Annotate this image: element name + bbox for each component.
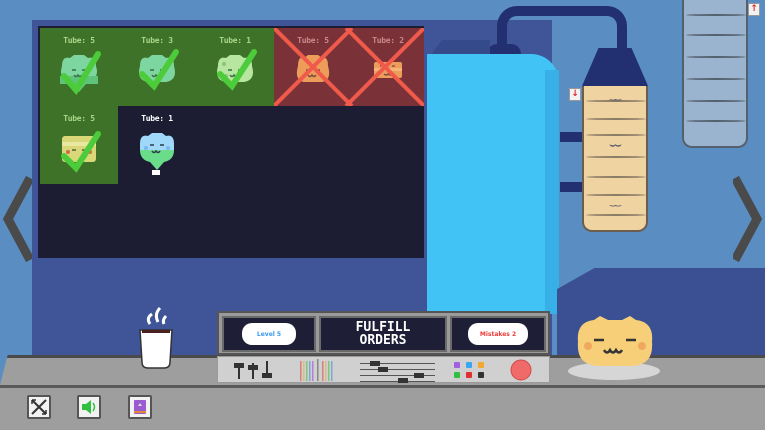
order-card: Tube: 3 [118, 28, 196, 106]
previous-arrow-icon[interactable] [2, 176, 32, 262]
mochi-critter-icon[interactable] [570, 312, 660, 372]
order-tube-label: Tube: 5 [63, 36, 95, 45]
mochi-face-icon: ‿‿ [609, 90, 621, 101]
tower-connector [560, 182, 582, 192]
machine-pipe [497, 6, 627, 56]
storage-up-arrow-icon[interactable]: ↑ [748, 3, 760, 16]
level-panel: Level 5 [222, 316, 316, 352]
fullscreen-toggle-button[interactable] [27, 395, 51, 419]
mochi-face-icon: ⌣⌣ [609, 140, 621, 151]
order-tube-label: Tube: 1 [141, 114, 173, 123]
control-strip [217, 356, 550, 383]
yellow-cake-critter-icon [62, 136, 96, 162]
green-cat-critter-icon [60, 55, 98, 92]
lever-icon [234, 361, 272, 379]
mochi-tube-tower[interactable]: ‿‿ ⌣⌣ ‿‿ [582, 86, 648, 232]
next-arrow-icon[interactable] [733, 176, 763, 262]
sound-toggle-button[interactable] [77, 395, 101, 419]
spotted-frog-critter-icon [217, 55, 253, 82]
mistakes-panel: Mistakes 2 [450, 316, 546, 352]
pipe-foot [487, 44, 521, 54]
order-card: Tube: 5 [40, 106, 118, 184]
crossed-arrows-icon [31, 399, 47, 415]
order-card-pending: Tube: 1 [118, 106, 196, 184]
fulfill-orders-button[interactable]: FULFILL ORDERS [319, 316, 447, 352]
order-board: Tube: 5 Tube: 3 Tube: 1 [38, 26, 424, 258]
coffee-cup-icon[interactable] [136, 300, 176, 372]
bottom-toolbar [0, 385, 765, 430]
fulfill-label-line2: ORDERS [359, 333, 407, 348]
serving-plate [568, 362, 660, 380]
tower-connector [560, 132, 582, 142]
order-card: Tube: 5 [40, 28, 118, 106]
mistakes-label: Mistakes 2 [468, 323, 528, 345]
speaker-icon [82, 400, 96, 414]
order-tube-label: Tube: 3 [141, 36, 173, 45]
order-console: Level 5 FULFILL ORDERS Mistakes 2 [217, 311, 550, 355]
machine-side [545, 70, 559, 314]
mochi-face-icon: ‿‿ [609, 196, 621, 207]
dispensing-machine[interactable] [427, 54, 559, 314]
order-tube-label: Tube: 2 [372, 36, 404, 45]
book-icon [134, 400, 146, 414]
order-tube-label: Tube: 1 [219, 36, 251, 45]
storage-tower[interactable] [682, 0, 748, 148]
failed-cross-mark-icon [274, 28, 424, 106]
level-label: Level 5 [242, 323, 296, 345]
order-tube-label: Tube: 5 [63, 114, 95, 123]
machine-top [430, 40, 490, 56]
fulfill-label-line1: FULFILL [355, 320, 411, 335]
control-strip-graphics [234, 359, 532, 383]
blue-fish-cat-critter-icon [140, 133, 174, 175]
green-cat-critter-icon [139, 55, 175, 82]
tower-down-arrow-icon[interactable]: ↓ [569, 88, 581, 101]
order-tube-label: Tube: 5 [297, 36, 329, 45]
recipe-book-button[interactable] [128, 395, 152, 419]
order-card: Tube: 1 [196, 28, 274, 106]
